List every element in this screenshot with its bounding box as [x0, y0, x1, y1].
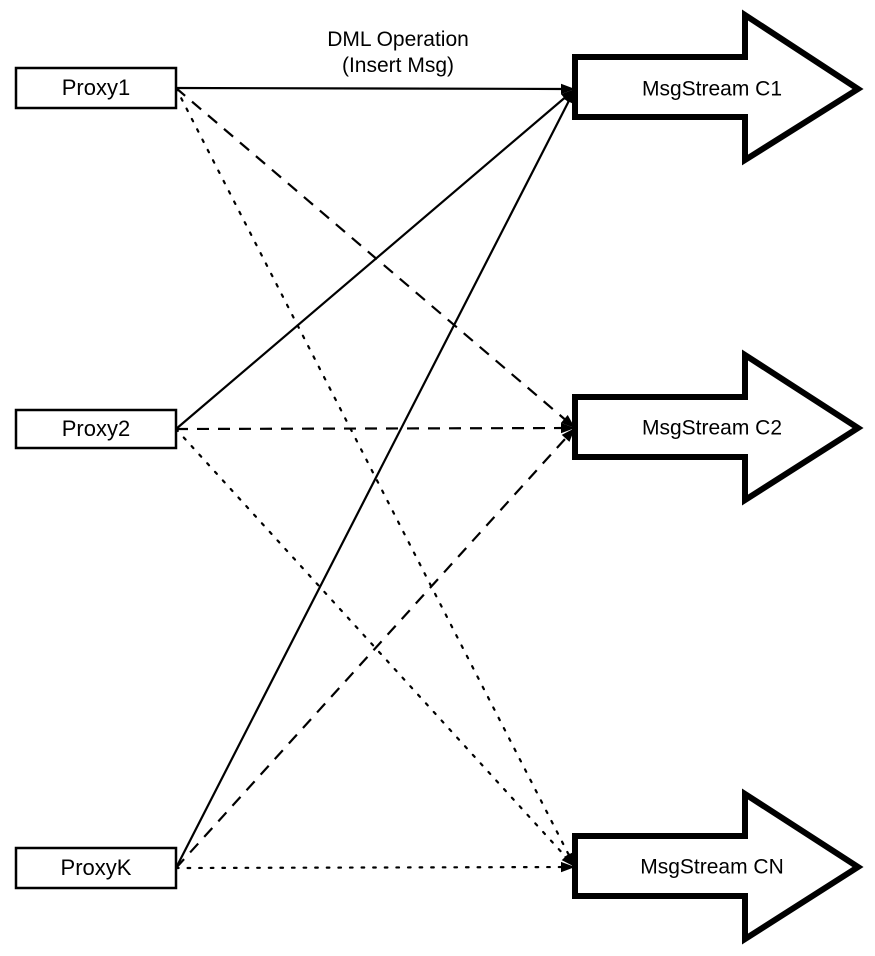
edge-label-line2: (Insert Msg)	[342, 54, 454, 77]
connector-proxyk-to-cn	[174, 861, 575, 873]
connector-arrowhead-proxyk-to-cn	[560, 861, 575, 873]
connector-lines-layer	[174, 83, 575, 873]
connector-proxy1-to-c2	[175, 87, 575, 428]
msgstream-node-c2[interactable]: MsgStream C2	[572, 349, 864, 506]
msgstream-node-c1[interactable]: MsgStream C1	[572, 9, 864, 166]
proxy-node-proxy2[interactable]: Proxy2	[14, 408, 178, 450]
proxy-box-proxy2	[14, 408, 178, 450]
connector-line-proxy2-to-cn	[174, 427, 569, 860]
proxy-label-proxy1: Proxy1	[62, 75, 130, 100]
msgstream-node-cn[interactable]: MsgStream CN	[572, 788, 864, 945]
msgstream-label-cn: MsgStream CN	[640, 856, 784, 879]
connector-arrowhead-proxy2-to-c2	[560, 422, 575, 434]
edge-label-dml-operation: DML Operation (Insert Msg)	[327, 28, 469, 77]
msgstream-arrow-shape-c1	[572, 9, 864, 166]
connector-proxy2-to-c2	[175, 422, 575, 434]
connector-line-proxy1-to-c2	[175, 87, 568, 422]
msgstream-arrow-shape-cn	[572, 788, 864, 945]
connector-arrowhead-proxyk-to-c2	[561, 428, 575, 442]
connector-arrowhead-proxy1-to-c2	[560, 414, 575, 428]
connector-proxy2-to-cn	[174, 427, 575, 867]
connector-arrowhead-proxy1-to-c1	[560, 83, 575, 95]
connector-proxy1-to-c1	[175, 83, 575, 95]
connector-arrowhead-proxy2-to-cn	[561, 853, 575, 867]
proxy-box-proxy1	[14, 66, 178, 110]
connector-line-proxy1-to-cn	[174, 86, 572, 859]
msgstream-arrow-shape-c2	[572, 349, 864, 506]
connector-proxyk-to-c2	[175, 428, 575, 869]
msgstream-nodes-layer: MsgStream C1 MsgStream C2 MsgStream CN	[572, 9, 864, 945]
proxy-label-proxy2: Proxy2	[62, 416, 130, 441]
connector-line-proxyk-to-cn	[174, 865, 566, 870]
connector-line-proxyk-to-c1	[175, 98, 571, 869]
msgstream-label-c1: MsgStream C1	[642, 78, 782, 101]
msgstream-label-c2: MsgStream C2	[642, 417, 782, 440]
connector-line-proxy2-to-c1	[175, 95, 568, 430]
proxy-label-proxyk: ProxyK	[61, 855, 132, 880]
proxy-node-proxy1[interactable]: Proxy1	[14, 66, 178, 110]
connector-line-proxy2-to-c2	[175, 426, 565, 431]
proxy-node-proxyk[interactable]: ProxyK	[14, 846, 178, 890]
proxy-box-proxyk	[14, 846, 178, 890]
edge-label-line1: DML Operation	[327, 28, 469, 51]
connector-line-proxy1-to-c1	[175, 86, 565, 91]
connector-line-proxyk-to-c2	[175, 435, 569, 869]
